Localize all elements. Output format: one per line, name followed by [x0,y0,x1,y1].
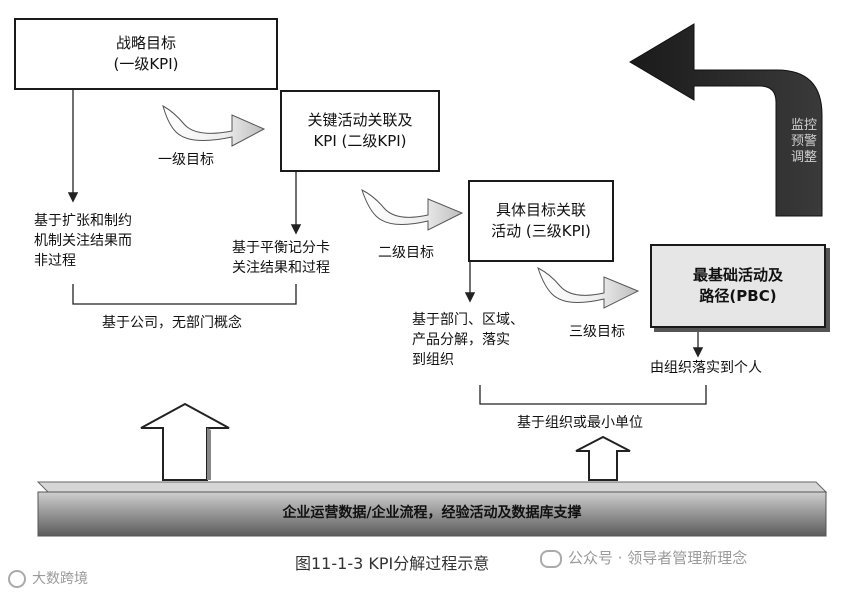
curved-arrow-level1 [162,104,266,147]
wechat-icon [540,549,562,568]
company-bracket-label: 基于公司，无部门概念 [102,315,242,331]
base-support-bar [36,481,828,537]
department-note-line: 产品分解，落实 [412,332,510,348]
expansion-note-line: 非过程 [34,253,76,269]
department-note-line: 基于部门、区域、 [412,312,524,328]
balanced-note-line: 基于平衡记分卡 [232,240,330,256]
right-support-up-arrow [575,435,631,481]
curved-arrow-level3 [537,267,640,309]
wechat-watermark-text: 公众号 · 领导者管理新理念 [568,549,748,567]
strategic-goal-box: 战略目标 (一级KPI) [14,18,278,90]
strategic-goal-title: 战略目标 [115,34,176,52]
key-activity-box: 关键活动关联及 KPI (二级KPI) [280,90,440,172]
pbc-path: 路径(PBC) [699,287,777,305]
org-bracket [479,385,707,405]
company-bracket [72,284,297,305]
department-note: 基于部门、区域、 产品分解，落实 到组织 [412,310,524,370]
key-activity-title: 关键活动关联及 [307,111,413,129]
expansion-note: 基于扩张和制约 机制关注结果而 非过程 [34,211,132,271]
specific-goal-box: 具体目标关联 活动 (三级KPI) [468,180,614,262]
level1-label: 一级目标 [158,152,214,168]
monitor-label: 监控预警调整 [790,118,817,165]
corner-watermark-text: 大数跨境 [32,571,88,587]
strategic-goal-level: (一级KPI) [113,55,179,73]
specific-goal-title: 具体目标关联 [495,201,586,219]
monitor-feedback-arrow [629,23,823,217]
wechat-watermark: 公众号 · 领导者管理新理念 [540,547,747,568]
department-note-line: 到组织 [412,352,454,368]
pbc-box: 最基础活动及 路径(PBC) [650,244,826,328]
key-activity-level: KPI (二级KPI) [313,132,407,150]
curved-arrow-level2 [361,189,464,231]
corner-watermark: 大数跨境 [8,568,88,588]
balanced-note-line: 关注结果和过程 [232,260,330,276]
individual-note: 由组织落实到个人 [650,360,762,376]
level3-label: 三级目标 [569,324,625,340]
level2-label: 二级目标 [378,245,434,261]
pbc-title: 最基础活动及 [692,266,783,284]
corner-logo-icon [8,570,26,588]
org-bracket-label: 基于组织或最小单位 [517,415,643,431]
balanced-scorecard-note: 基于平衡记分卡 关注结果和过程 [232,238,330,278]
specific-goal-level: 活动 (三级KPI) [491,222,591,240]
figure-caption: 图11-1-3 KPI分解过程示意 [295,554,490,573]
base-bar-label: 企业运营数据/企业流程，经验活动及数据库支撑 [282,505,582,521]
expansion-note-line: 基于扩张和制约 [34,213,132,229]
left-support-up-arrow [140,402,230,481]
expansion-note-line: 机制关注结果而 [34,233,132,249]
